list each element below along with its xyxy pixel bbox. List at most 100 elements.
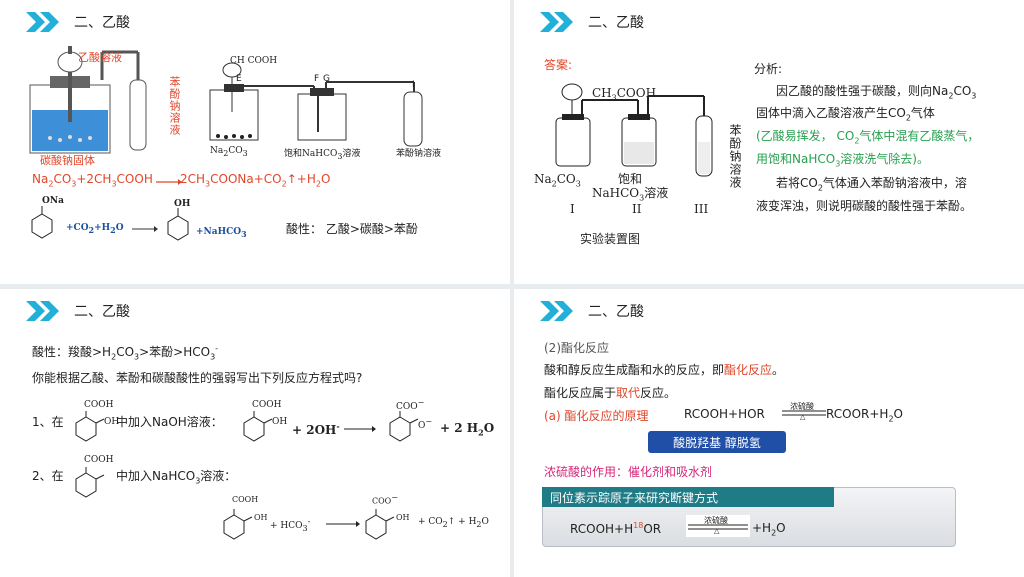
label-cooh-top: CH COOH — [230, 56, 278, 66]
apparatus-caption: 实验装置图 — [580, 232, 641, 246]
group-cooh: COOH — [84, 455, 114, 465]
slide-header: 二、乙酸 — [26, 10, 130, 34]
salicylic-acid-structure — [223, 509, 253, 540]
analysis-line-4: 用饱和NaHCO3溶液洗气除去)。 — [756, 152, 929, 169]
reaction-arrow-icon — [156, 179, 182, 185]
q2-plus-hco3: + HCO3- — [270, 517, 311, 533]
delta-label: △ — [714, 527, 720, 535]
isotope-title-bar: 同位素示踪原子来研究断键方式 — [542, 487, 834, 507]
apparatus-diagram — [555, 83, 713, 177]
double-chevron-icon — [26, 301, 59, 321]
header-title: 二、乙酸 — [588, 304, 644, 320]
double-chevron-icon — [540, 301, 573, 321]
group-coo-minus: COO− — [396, 398, 425, 412]
double-chevron-icon — [26, 12, 59, 32]
q1-middle: 中加入NaOH溶液： — [116, 415, 223, 429]
label-na2co3-solid: 碳酸钠固体 — [40, 154, 95, 167]
header-title: 二、乙酸 — [74, 304, 130, 320]
apparatus-sat: 饱和 — [618, 172, 643, 186]
analysis-line-2: 固体中滴入乙酸溶液产生CO2气体 — [756, 106, 935, 123]
q2-rhs: + CO2↑ + H2O — [418, 517, 489, 529]
header-title: 二、乙酸 — [588, 15, 644, 31]
principle-rhs: RCOOR+H2O — [826, 407, 903, 424]
dehydration-rule-button[interactable]: 酸脱羟基 醇脱氢 — [648, 431, 786, 453]
slide-header: 二、乙酸 — [540, 299, 644, 323]
q1-number: 1、在 — [32, 415, 64, 429]
apparatus-phenol-vertical: 苯酚钠溶液 — [728, 124, 742, 189]
group-ona: ONa — [42, 196, 64, 206]
roman-i: I — [570, 202, 575, 216]
group-cooh: COOH — [232, 495, 259, 504]
q2-number: 2、在 — [32, 469, 64, 483]
question-text: 你能根据乙酸、苯酚和碳酸酸性的强弱写出下列反应方程式吗? — [32, 371, 363, 385]
salicylic-acid-structure — [243, 411, 273, 442]
acidity-order-full: 酸性：羧酸>H2CO3>苯酚>HCO3- — [32, 344, 219, 362]
label-app-na2co3: Na2CO3 — [210, 146, 248, 158]
isotope-lhs: RCOOH+H18OR — [570, 521, 662, 536]
slide-4: 二、乙酸 (2)酯化反应 酸和醇反应生成酯和水的反应，即酯化反应。 酯化反应属于… — [514, 289, 1024, 577]
label-phenol-solution: 苯酚钠溶液 — [168, 76, 181, 136]
salicylate-dianion-structure — [389, 411, 419, 442]
group-oh: OH — [396, 513, 410, 522]
equation-acetic-na2co3: Na2CO3+2CH3COOH — [32, 172, 153, 189]
group-cooh: COOH — [84, 400, 114, 410]
equilibrium-arrow-icon — [688, 524, 748, 530]
catalyst-label: 浓硫酸 — [790, 402, 814, 411]
roman-iii: III — [694, 202, 709, 216]
slide-1: 二、乙酸 乙酸溶液 苯酚钠溶液 碳酸钠固体 CH COOH — [0, 0, 510, 284]
group-oh: OH — [272, 417, 288, 427]
letter-g: G — [323, 74, 330, 84]
benzene-ring-oh — [167, 208, 189, 241]
section-title: (2)酯化反应 — [544, 341, 609, 355]
isotope-rhs: +H2O — [752, 521, 786, 538]
delta-label: △ — [800, 413, 806, 421]
letter-e: E — [236, 74, 242, 84]
answer-label: 答案: — [544, 58, 573, 72]
slide-2: 二、乙酸 答案: CH3COOH Na2CO3 饱和 NaHCO3溶液 苯酚钠溶… — [514, 0, 1024, 284]
salicylic-acid-structure — [75, 411, 105, 442]
salicylic-acid-structure — [75, 467, 105, 498]
principle-label: (a) 酯化反应的原理 — [544, 409, 649, 423]
label-acetic-solution: 乙酸溶液 — [78, 51, 122, 64]
principle-lhs: RCOOH+HOR — [684, 407, 765, 421]
reaction-arrow-icon — [132, 226, 158, 232]
q1-plus-oh: + 2OH- — [292, 421, 340, 437]
slide-header: 二、乙酸 — [26, 299, 130, 323]
slide-3: 二、乙酸 酸性：羧酸>H2CO3>苯酚>HCO3- 你能根据乙酸、苯酚和碳酸酸性… — [0, 289, 510, 577]
letter-i: I — [412, 80, 415, 90]
label-app-sat-nahco3: 饱和NaHCO3溶液 — [284, 149, 361, 161]
apparatus-image-right — [209, 62, 423, 147]
group-cooh: COOH — [252, 400, 282, 410]
header-title: 二、乙酸 — [74, 15, 130, 31]
group-oh: OH — [104, 417, 120, 427]
apparatus-na2co3: Na2CO3 — [534, 172, 581, 189]
definition-line: 酸和醇反应生成酯和水的反应，即酯化反应。 — [544, 363, 785, 377]
condition-arrow: 浓硫酸 △ — [782, 401, 826, 423]
salicylate-structure — [365, 509, 395, 540]
slide-header: 二、乙酸 — [540, 10, 644, 34]
analysis-line-3: (乙酸易挥发， CO2气体中混有乙酸蒸气， — [756, 129, 980, 146]
reaction-arrow-icon — [326, 521, 360, 527]
roman-ii: II — [632, 202, 642, 216]
group-oh: OH — [254, 513, 268, 522]
q2-middle: 中加入NaHCO3溶液： — [116, 469, 237, 486]
label-app-phenol: 苯酚钠溶液 — [396, 149, 442, 159]
benzene-ring-ona — [31, 206, 53, 239]
catalyst-label: 浓硫酸 — [704, 516, 728, 525]
condition-arrow: 浓硫酸 △ — [686, 515, 750, 537]
analysis-title: 分析: — [754, 62, 783, 76]
group-o-minus: O− — [418, 417, 433, 431]
phenol-eq-reagents: +CO2+H2O — [66, 223, 124, 235]
sulfuric-acid-role: 浓硫酸的作用：催化剂和吸水剂 — [544, 465, 713, 479]
reaction-type-line: 酯化反应属于取代反应。 — [544, 386, 677, 400]
group-coo-minus: COO− — [372, 493, 398, 506]
acidity-order: 酸性： 乙酸>碳酸>苯酚 — [286, 222, 418, 236]
analysis-line-5: 若将CO2气体通入苯酚钠溶液中，溶 — [776, 176, 967, 193]
double-chevron-icon — [540, 12, 573, 32]
group-oh: OH — [174, 199, 191, 209]
phenol-eq-nahco3: +NaHCO3 — [196, 227, 247, 239]
equilibrium-arrow-icon — [782, 410, 826, 416]
reaction-arrow-icon — [344, 426, 376, 432]
analysis-line-1: 因乙酸的酸性强于碳酸，则向Na2CO3 — [776, 84, 977, 101]
q1-plus-h2o: + 2 H2O — [440, 421, 495, 438]
